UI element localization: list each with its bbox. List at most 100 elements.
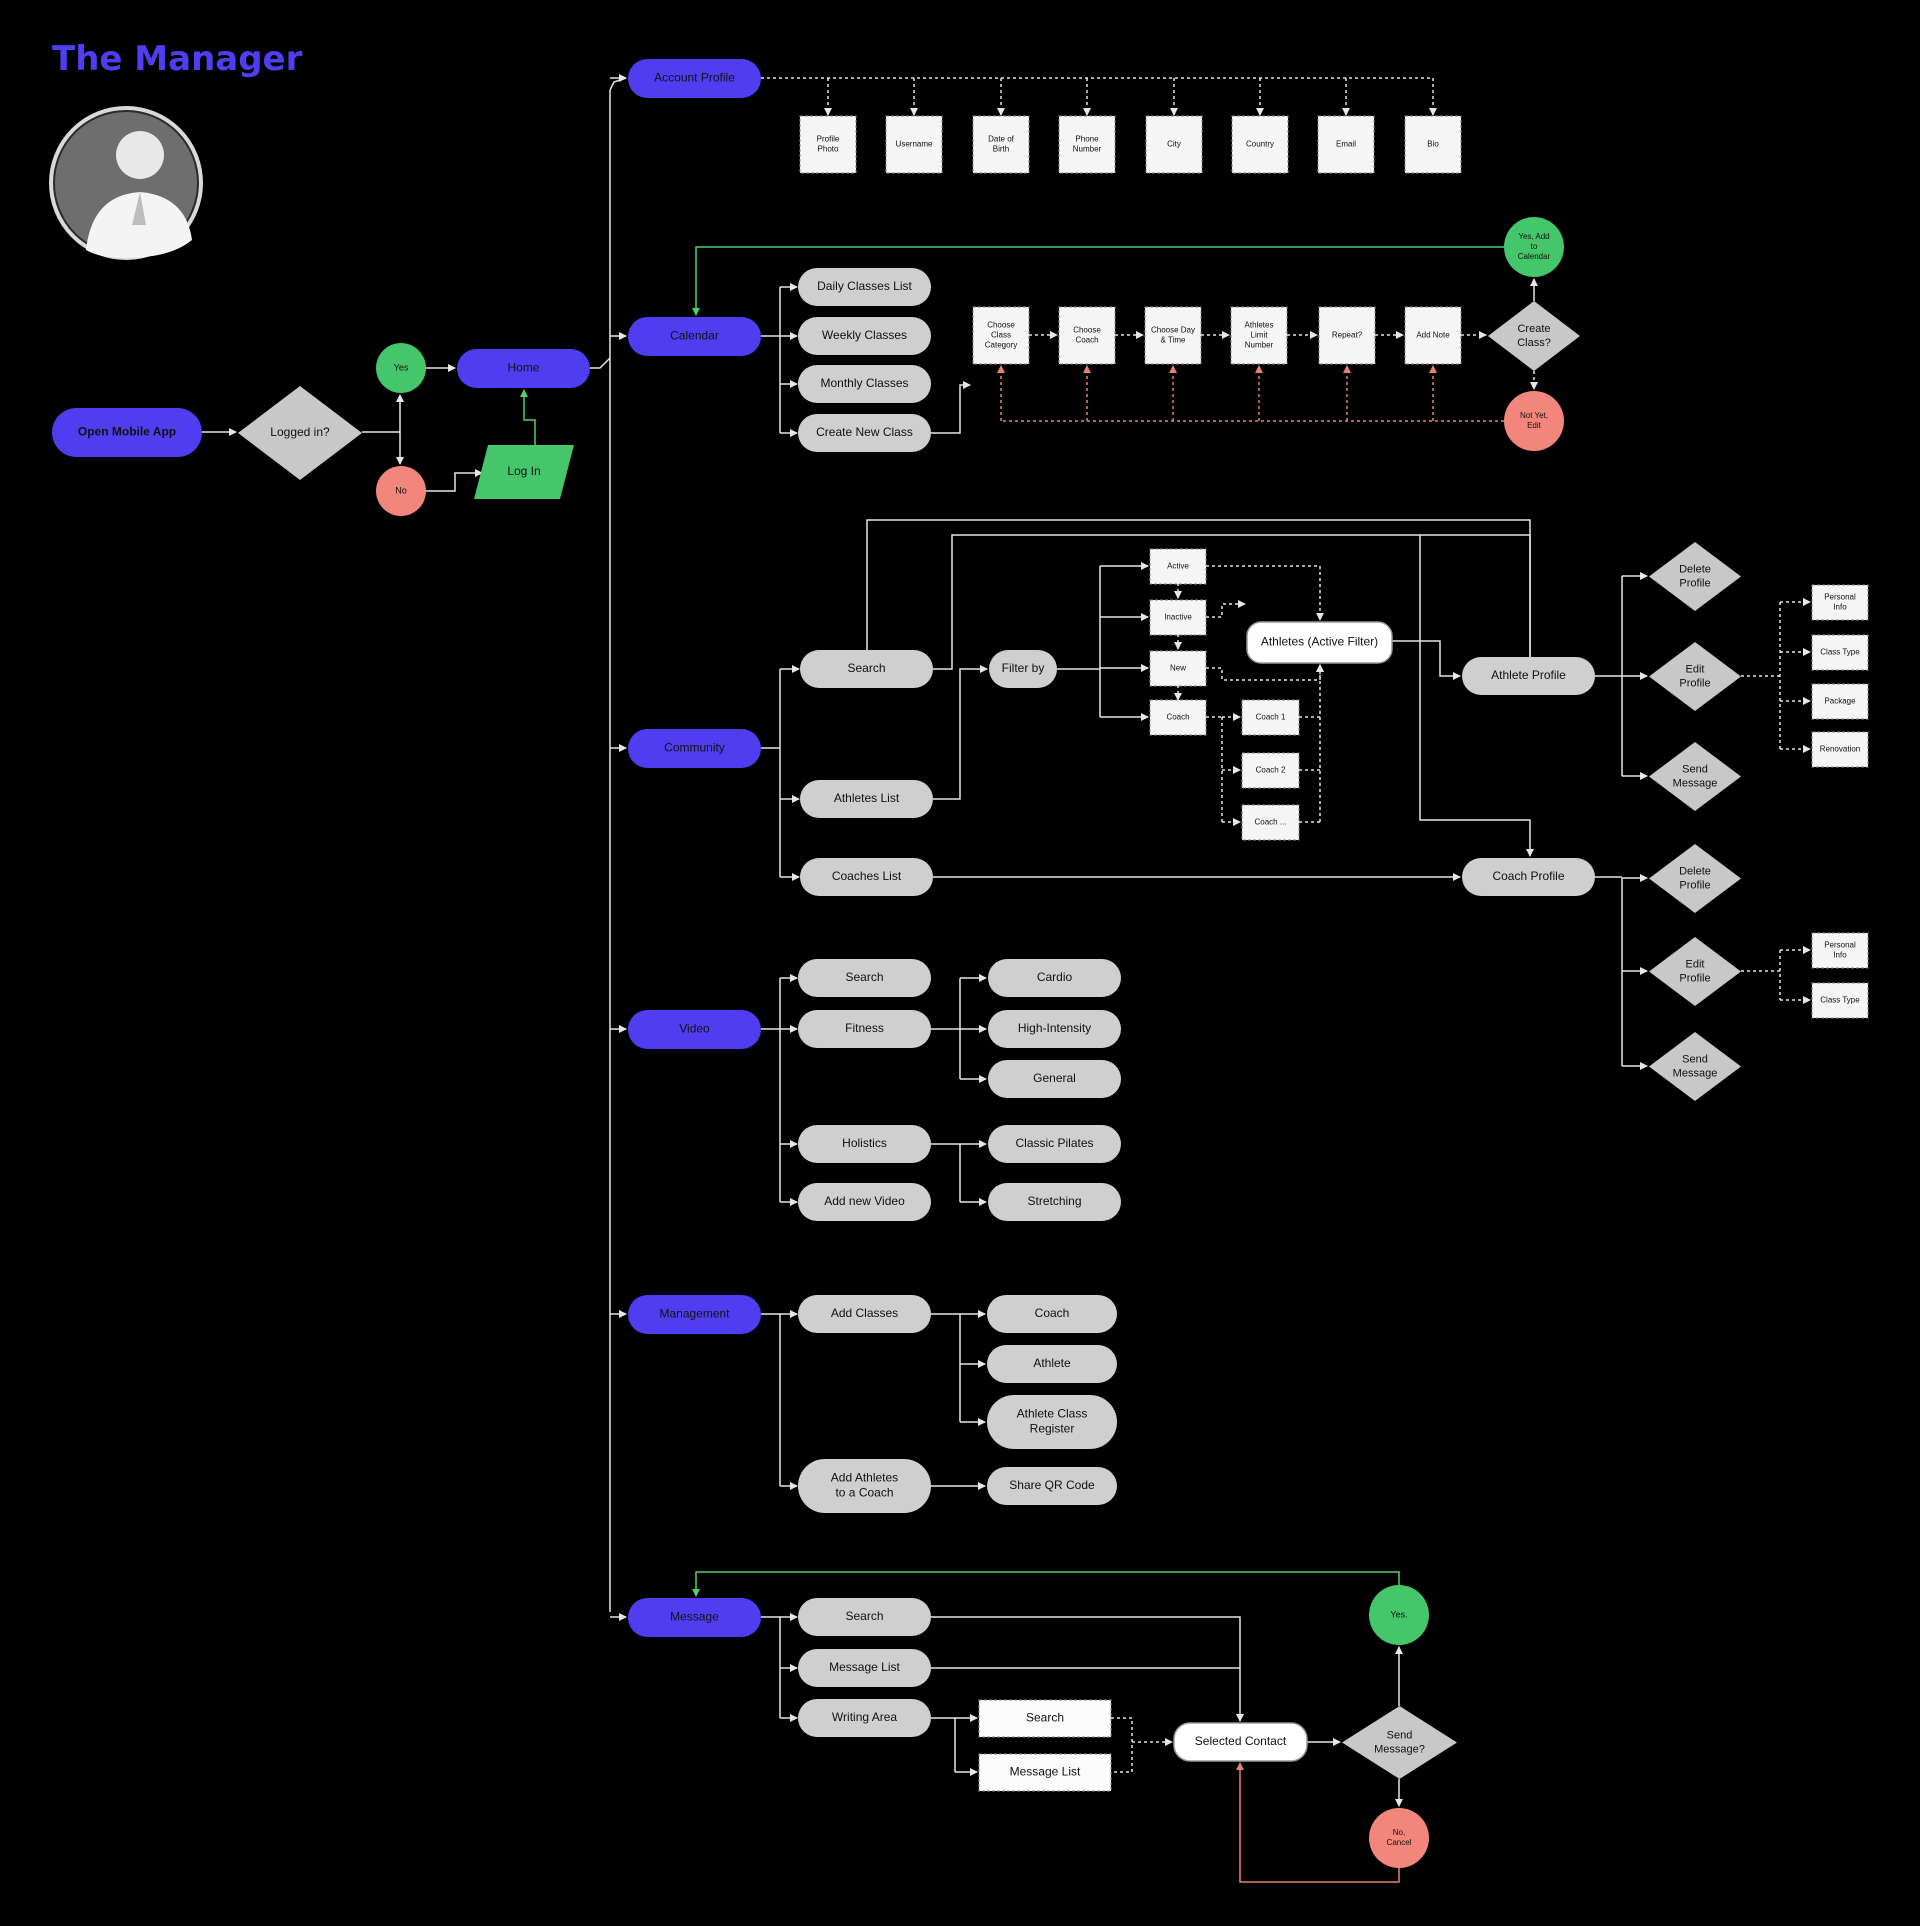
node-label: Calendar (1518, 252, 1551, 261)
fitness-item-0[interactable]: Cardio (988, 959, 1121, 997)
node-label: Cardio (1037, 970, 1073, 984)
node-label: Coach (1166, 713, 1189, 722)
video-item-3[interactable]: Add new Video (798, 1183, 931, 1221)
video-item-0[interactable]: Search (798, 959, 931, 997)
node-label: Management (659, 1307, 730, 1321)
message-no-circle: No,Cancel (1369, 1808, 1429, 1868)
calendar-step-5: Add Note (1404, 306, 1462, 365)
node-label: Edit (1686, 959, 1705, 971)
fitness-item-2[interactable]: General (988, 1060, 1121, 1098)
filter-2: New (1149, 650, 1207, 687)
calendar-item-3[interactable]: Create New Class (798, 414, 931, 452)
connector-line (931, 1616, 1244, 1722)
add-classes-item-0[interactable]: Coach (987, 1295, 1117, 1333)
active-filter-node: Athletes (Active Filter) (1246, 621, 1393, 664)
message-item-2[interactable]: Writing Area (798, 1699, 931, 1737)
connector-line (692, 1571, 1400, 1597)
log-in-node: Log In (474, 445, 574, 499)
management-node[interactable]: Management (628, 1295, 761, 1334)
calendar-item-2[interactable]: Monthly Classes (798, 365, 931, 403)
video-item-1[interactable]: Fitness (798, 1010, 931, 1048)
node-label: Profile (1679, 879, 1710, 891)
node-label: Weekly Classes (822, 328, 907, 342)
filter-by-node[interactable]: Filter by (989, 650, 1057, 688)
node-label: to (1531, 242, 1538, 251)
connector-line (1111, 1717, 1133, 1773)
node-label: General (1033, 1071, 1076, 1085)
community-node[interactable]: Community (628, 729, 761, 768)
holistics-item-1[interactable]: Stretching (988, 1183, 1121, 1221)
open-app-node: Open Mobile App (52, 408, 202, 457)
athletes-list-node[interactable]: Athletes List (800, 780, 933, 818)
node-label: Home (507, 361, 539, 375)
node-label: Birth (993, 145, 1009, 154)
node-label: Renovation (1820, 745, 1860, 754)
page-title: The Manager (52, 39, 303, 79)
home-node[interactable]: Home (457, 349, 590, 388)
node-label: Profile (1679, 972, 1710, 984)
calendar-node[interactable]: Calendar (628, 317, 761, 356)
athlete-field-2: Package (1811, 683, 1869, 720)
node-label: Logged in? (270, 425, 330, 439)
node-label: Search (845, 970, 883, 984)
holistics-item-0[interactable]: Classic Pilates (988, 1125, 1121, 1163)
add-classes-item-1[interactable]: Athlete (987, 1345, 1117, 1383)
message-item-1[interactable]: Message List (798, 1649, 931, 1687)
message-yes-circle: Yes. (1369, 1585, 1429, 1645)
coach-profile-node[interactable]: Coach Profile (1462, 858, 1595, 896)
message-item-0[interactable]: Search (798, 1598, 931, 1636)
node-label: Delete (1679, 866, 1711, 878)
calendar-item-0[interactable]: Daily Classes List (798, 268, 931, 306)
node-label: Edit (1686, 664, 1705, 676)
node-label: No, (1393, 1828, 1405, 1837)
node-label: Send (1682, 764, 1708, 776)
connector-line (931, 1313, 961, 1422)
node-label: Register (1030, 1422, 1075, 1436)
node-label: Writing Area (832, 1710, 897, 1724)
node-label: Class (991, 331, 1011, 340)
node-label: Photo (818, 145, 839, 154)
node-label: Message (1673, 777, 1718, 789)
node-label: Search (847, 661, 885, 675)
video-node[interactable]: Video (628, 1010, 761, 1049)
account-field-1: Username (885, 115, 943, 174)
share-qr-node[interactable]: Share QR Code (987, 1467, 1117, 1505)
connector-line (692, 246, 1504, 316)
node-label: Info (1833, 603, 1847, 612)
video-item-2[interactable]: Holistics (798, 1125, 931, 1163)
node-label: Repeat? (1332, 331, 1363, 340)
calendar-step-4: Repeat? (1318, 306, 1376, 365)
node-label: Send (1682, 1054, 1708, 1066)
fitness-item-1[interactable]: High-Intensity (988, 1010, 1121, 1048)
connector-line (1392, 640, 1461, 680)
node-label: Coach Profile (1492, 869, 1564, 883)
connector-line (866, 519, 1531, 665)
node-label: Delete (1679, 564, 1711, 576)
account-field-4: City (1145, 115, 1203, 174)
add-classes-node[interactable]: Add Classes (798, 1295, 931, 1333)
athlete-profile-node[interactable]: Athlete Profile (1462, 657, 1595, 695)
account-profile-node[interactable]: Account Profile (628, 59, 761, 98)
calendar-item-1[interactable]: Weekly Classes (798, 317, 931, 355)
connector-line (590, 357, 611, 369)
node-label: Bio (1427, 140, 1439, 149)
message-node[interactable]: Message (628, 1598, 761, 1637)
node-label: Search (845, 1609, 883, 1623)
node-label: Coach (1075, 336, 1098, 345)
community-search-node[interactable]: Search (800, 650, 933, 688)
connector-line (1206, 664, 1324, 681)
coaches-list-node[interactable]: Coaches List (800, 858, 933, 896)
node-label: Message (670, 1610, 719, 1624)
